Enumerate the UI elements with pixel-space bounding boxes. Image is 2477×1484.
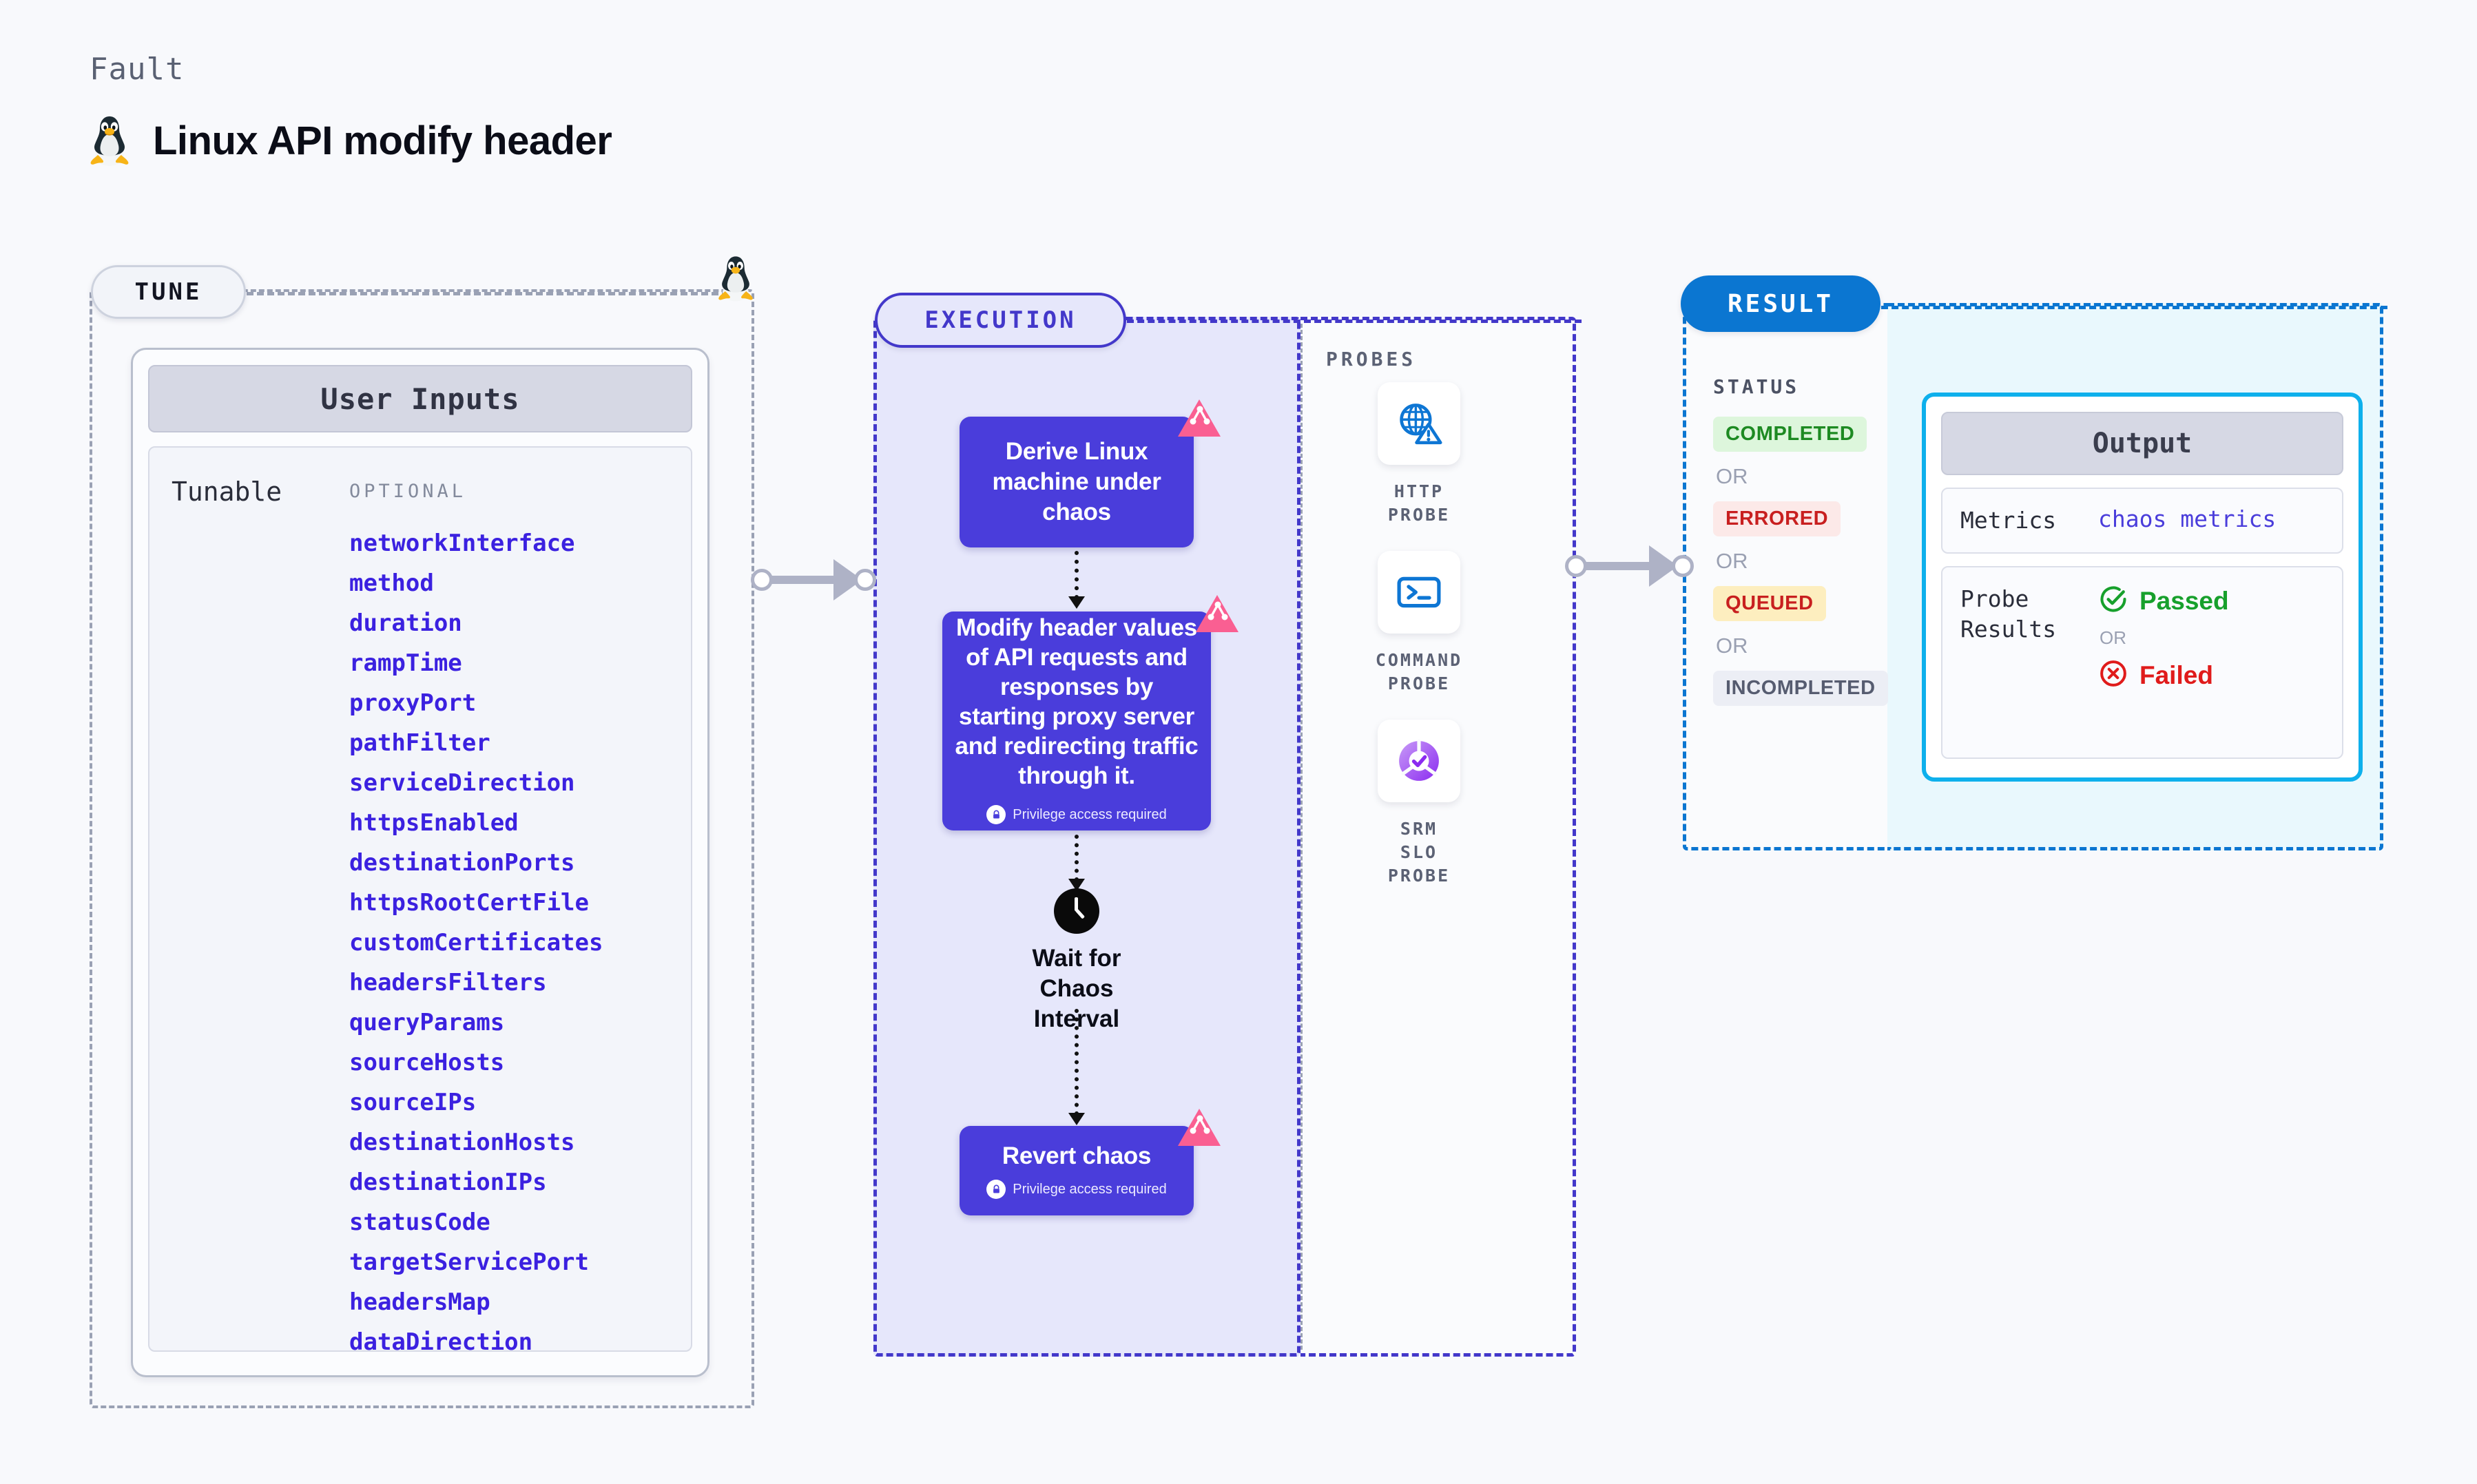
- tunable-item[interactable]: method: [349, 569, 434, 597]
- terminal-icon: [1378, 551, 1460, 634]
- tunable-item[interactable]: statusCode: [349, 1209, 490, 1236]
- execution-step-derive[interactable]: Derive Linux machine under chaos: [960, 417, 1194, 547]
- slo-donut-check-icon: [1378, 720, 1460, 802]
- probe-command[interactable]: COMMAND PROBE: [1375, 551, 1463, 696]
- tune-pill[interactable]: TUNE: [91, 265, 246, 319]
- probe-command-label: COMMAND PROBE: [1375, 650, 1463, 693]
- execution-pill[interactable]: EXECUTION: [875, 293, 1126, 348]
- status-list: COMPLETED OR ERRORED OR QUEUED OR INCOMPLETED: [1713, 417, 1940, 706]
- tunable-panel: Tunable OPTIONAL networkInterface method d…: [148, 446, 692, 1356]
- status-badge-errored: ERRORED: [1713, 501, 1841, 536]
- tunable-item[interactable]: dataDirection: [349, 1328, 533, 1356]
- probe-results-values: Passed OR Failed: [2098, 584, 2229, 692]
- execution-step-revert[interactable]: Revert chaos Privilege access required: [960, 1126, 1194, 1215]
- tunable-item[interactable]: rampTime: [349, 649, 462, 677]
- probe-result-passed-label: Passed: [2139, 586, 2229, 615]
- flow-arrow-2: [1068, 835, 1085, 891]
- tunable-list: networkInterface method duration rampTime pr…: [349, 523, 680, 1362]
- tunable-item[interactable]: httpsRootCertFile: [349, 889, 589, 917]
- page-kicker: Fault: [90, 52, 185, 87]
- privilege-required-note: Privilege access required: [986, 800, 1167, 830]
- probe-http-label: HTTP PROBE: [1387, 481, 1451, 525]
- check-circle-icon: [2098, 584, 2128, 618]
- flow-arrow-3: [1068, 1009, 1085, 1125]
- tune-region: [90, 289, 754, 1408]
- execution-flow: Derive Linux machine under chaos Modify …: [873, 317, 1300, 1357]
- status-badge-completed: COMPLETED: [1713, 417, 1867, 452]
- tune-penguin-icon: [716, 253, 755, 306]
- probe-http[interactable]: HTTP PROBE: [1378, 382, 1460, 527]
- probe-srm-slo[interactable]: SRM SLO PROBE: [1378, 720, 1460, 888]
- status-badge-incomplete: INCOMPLETED: [1713, 671, 1888, 706]
- privilege-required-text: Privilege access required: [1013, 1181, 1167, 1197]
- probe-result-passed: Passed: [2098, 584, 2229, 618]
- probes-region: [1300, 317, 1576, 1357]
- output-metrics-key: Metrics: [1960, 507, 2057, 534]
- tunable-label: Tunable: [172, 477, 282, 507]
- user-inputs-title: User Inputs: [148, 365, 692, 432]
- tunable-item[interactable]: targetServicePort: [349, 1248, 589, 1276]
- tunable-item[interactable]: pathFilter: [349, 729, 490, 757]
- status-or-separator: OR: [1716, 634, 1748, 658]
- tunable-item[interactable]: destinationPorts: [349, 849, 575, 877]
- linux-penguin-icon: [88, 114, 131, 167]
- tunable-item[interactable]: sourceHosts: [349, 1049, 505, 1076]
- execution-step-modify-label: Modify header values of API requests and…: [955, 614, 1199, 789]
- page-title: Linux API modify header: [153, 118, 612, 163]
- tunable-item[interactable]: networkInterface: [349, 530, 575, 557]
- privilege-required-note: Privilege access required: [986, 1180, 1167, 1199]
- x-circle-icon: [2098, 658, 2128, 692]
- output-probe-results-row: Probe Results Passed OR: [1941, 566, 2343, 759]
- tunable-item[interactable]: serviceDirection: [349, 769, 575, 797]
- probes-title: PROBES: [1326, 348, 1417, 370]
- optional-label: OPTIONAL: [349, 481, 467, 502]
- tunable-item[interactable]: headersMap: [349, 1288, 490, 1316]
- status-title: STATUS: [1713, 375, 1800, 398]
- clock-icon: [1054, 888, 1099, 934]
- status-badge-queued: QUEUED: [1713, 586, 1826, 621]
- privilege-required-text: Privilege access required: [1013, 806, 1167, 822]
- lock-icon: [986, 805, 1006, 824]
- tune-to-execution-arrow: [751, 558, 878, 600]
- tunable-item[interactable]: queryParams: [349, 1009, 505, 1036]
- tunable-item[interactable]: httpsEnabled: [349, 809, 519, 837]
- execution-to-result-arrow: [1565, 544, 1696, 587]
- tunable-item[interactable]: duration: [349, 609, 462, 637]
- probe-result-or: OR: [2100, 627, 2126, 648]
- lock-icon: [986, 1180, 1006, 1199]
- execution-step-modify[interactable]: Modify header values of API requests and…: [942, 612, 1211, 830]
- tunable-item[interactable]: destinationIPs: [349, 1169, 547, 1196]
- probe-result-failed-label: Failed: [2139, 660, 2213, 689]
- output-metrics-value[interactable]: chaos metrics: [2098, 505, 2277, 532]
- status-or-separator: OR: [1716, 464, 1748, 488]
- tunable-item[interactable]: destinationHosts: [349, 1129, 575, 1156]
- probe-srm-slo-label: SRM SLO PROBE: [1387, 819, 1451, 886]
- tune-leader-line: [247, 292, 729, 295]
- probes-divider: [1300, 324, 1303, 1350]
- tunable-item[interactable]: headersFilters: [349, 969, 547, 996]
- flow-arrow-1: [1068, 551, 1085, 609]
- user-inputs-card: User Inputs Tunable OPTIONAL networkInte…: [131, 348, 709, 1377]
- result-leader-line: [1881, 306, 2387, 309]
- output-metrics-row: Metrics chaos metrics: [1941, 488, 2343, 554]
- execution-step-revert-label: Revert chaos: [1002, 1142, 1152, 1169]
- globe-warning-icon: [1378, 382, 1460, 465]
- page-title-row: Linux API modify header: [88, 114, 612, 167]
- tunable-item[interactable]: sourceIPs: [349, 1089, 477, 1116]
- output-probe-results-key: Probe Results: [1960, 585, 2057, 642]
- execution-leader-line: [1127, 320, 1582, 323]
- output-title: Output: [1941, 412, 2343, 475]
- result-pill[interactable]: RESULT: [1681, 275, 1880, 332]
- tunable-item[interactable]: customCertificates: [349, 929, 603, 957]
- output-card: Output Metrics chaos metrics Probe Resul…: [1922, 393, 2363, 782]
- status-or-separator: OR: [1716, 549, 1748, 573]
- execution-step-derive-label: Derive Linux machine under chaos: [992, 438, 1161, 525]
- probe-result-failed: Failed: [2098, 658, 2229, 692]
- tunable-item[interactable]: proxyPort: [349, 689, 477, 717]
